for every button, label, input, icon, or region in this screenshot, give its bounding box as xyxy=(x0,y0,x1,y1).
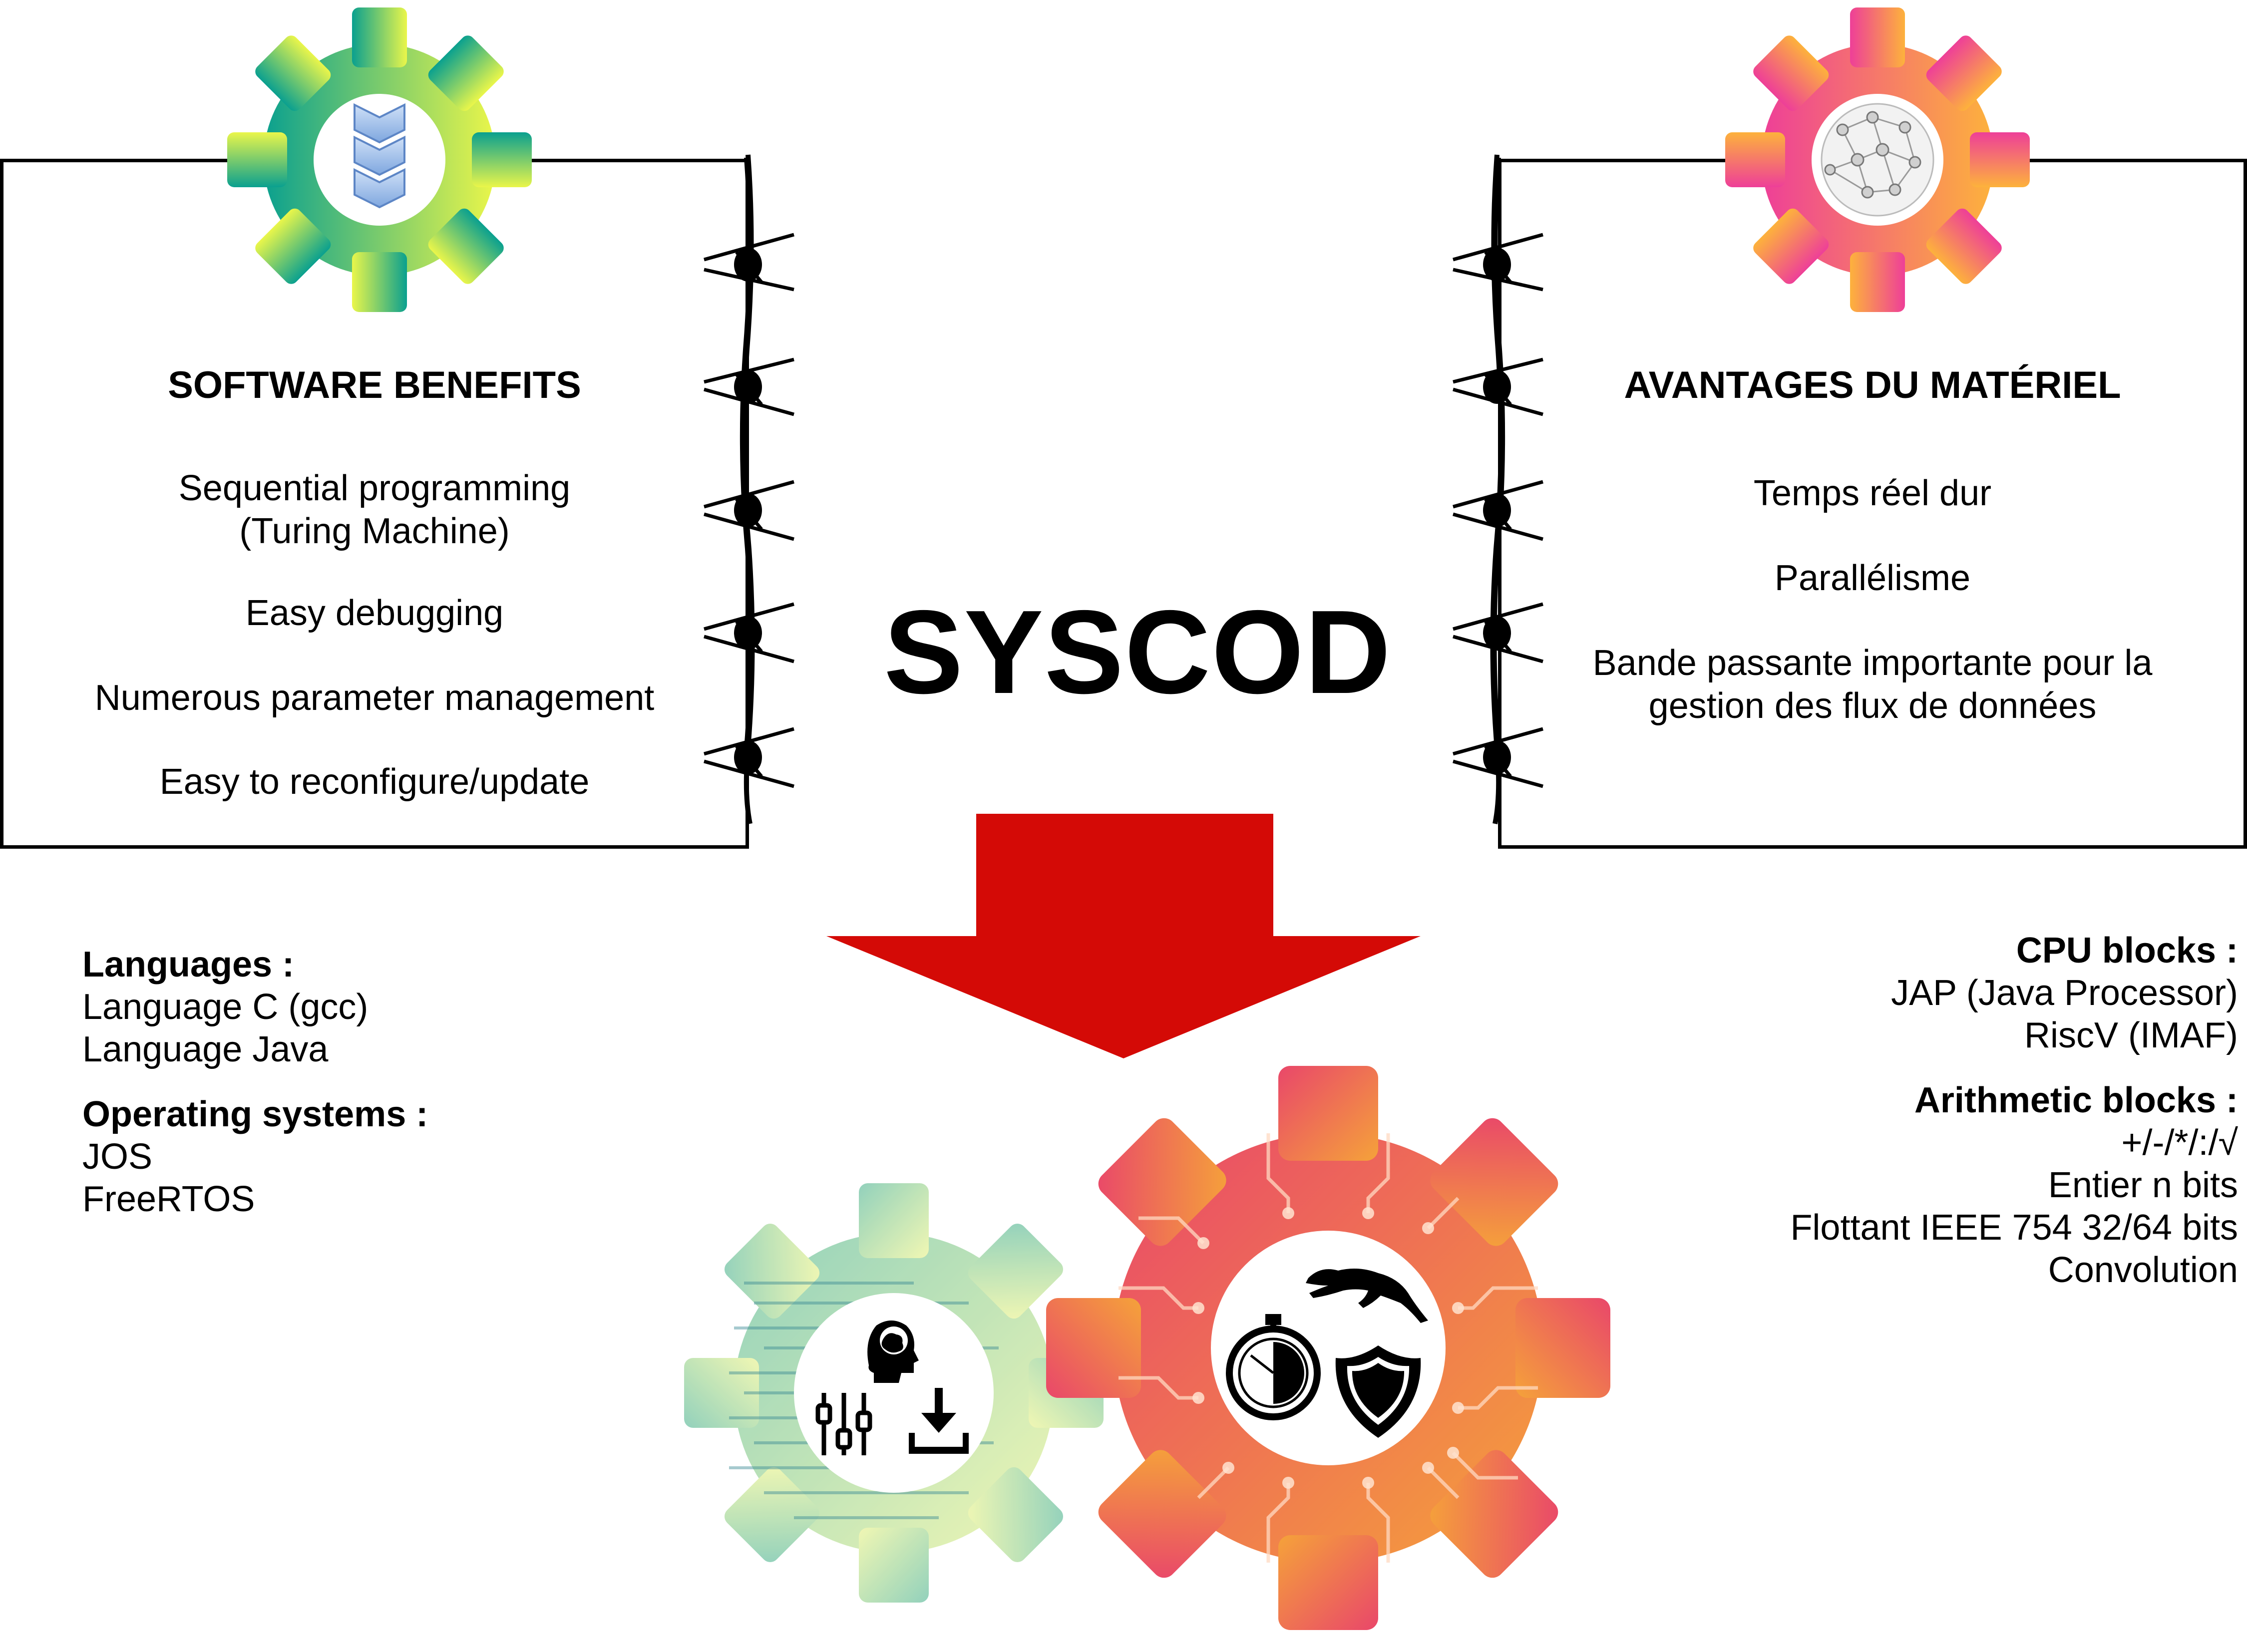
down-arrow xyxy=(826,814,1421,1058)
sliders-icon xyxy=(815,1393,872,1455)
software-code-gear-icon xyxy=(684,1183,1104,1603)
software-item-debugging: Easy debugging xyxy=(245,593,504,633)
chevron-stack-icon xyxy=(354,103,405,209)
barbed-wire-left xyxy=(704,154,794,824)
arith-item: +/-/*/:/√ xyxy=(2121,1123,2238,1163)
cpu-item: JAP (Java Processor) xyxy=(1891,973,2238,1013)
os-heading: Operating systems : xyxy=(82,1094,428,1134)
cpu-item: RiscV (IMAF) xyxy=(2024,1015,2238,1055)
arith-item: Flottant IEEE 754 32/64 bits xyxy=(1790,1208,2238,1248)
software-item-sequential: Sequential programming (Turing Machine) xyxy=(178,468,571,551)
os-item: JOS xyxy=(82,1137,153,1177)
language-item: Language C (gcc) xyxy=(82,987,369,1027)
software-gear-icon xyxy=(227,7,532,312)
cpu-arith-block: CPU blocks : JAP (Java Processor) RiscV … xyxy=(1790,930,2238,1292)
cpu-heading: CPU blocks : xyxy=(2016,931,2238,971)
software-item-reconfigure: Easy to reconfigure/update xyxy=(159,762,590,802)
download-icon xyxy=(909,1388,969,1454)
software-benefits-heading: SOFTWARE BENEFITS xyxy=(168,364,581,406)
arith-item: Entier n bits xyxy=(2048,1165,2238,1205)
network-sphere-icon xyxy=(1821,103,1934,217)
arith-heading: Arithmetic blocks : xyxy=(1914,1080,2238,1120)
syscod-title: SYSCOD xyxy=(884,586,1392,718)
puma-icon xyxy=(1306,1269,1428,1323)
hardware-item-bandwidth: Bande passante importante pour la gestio… xyxy=(1592,643,2153,726)
software-item-parameters: Numerous parameter management xyxy=(94,678,655,718)
brain-head-icon xyxy=(867,1321,919,1383)
hardware-item-parallelism: Parallélisme xyxy=(1774,558,1971,598)
hardware-advantages-heading: AVANTAGES DU MATÉRIEL xyxy=(1624,364,2121,406)
os-item: FreeRTOS xyxy=(82,1179,255,1219)
hardware-item-realtime: Temps réel dur xyxy=(1753,473,1992,513)
hardware-circuit-gear-icon xyxy=(1046,1066,1610,1630)
languages-heading: Languages : xyxy=(82,945,295,985)
arith-item: Convolution xyxy=(2048,1250,2238,1290)
language-item: Language Java xyxy=(82,1029,329,1069)
barbed-wire-right xyxy=(1453,154,1543,824)
stopwatch-icon xyxy=(1226,1314,1321,1420)
shield-icon xyxy=(1335,1345,1421,1438)
hardware-gear-icon xyxy=(1725,7,2030,312)
languages-os-block: Languages : Language C (gcc) Language Ja… xyxy=(82,944,428,1221)
